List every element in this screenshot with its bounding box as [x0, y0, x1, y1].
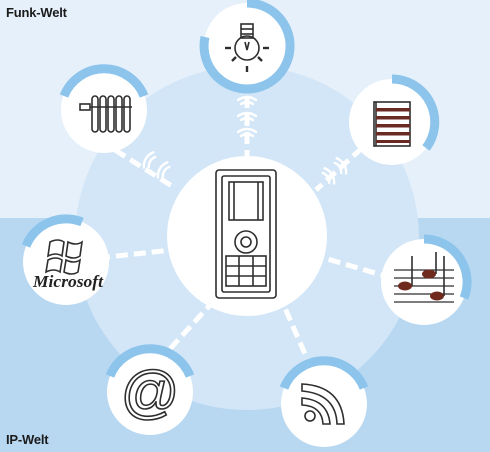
- device-rss: [279, 356, 369, 447]
- funk-world-label: Funk-Welt: [6, 5, 67, 20]
- rss-feed-icon: [301, 383, 345, 425]
- hub-center-circle: [167, 156, 327, 316]
- connector-blind: [314, 146, 364, 192]
- device-window-blind: [349, 74, 440, 165]
- ip-world-label: IP-Welt: [6, 432, 49, 447]
- device-email: @: [105, 344, 195, 435]
- email-at-icon: @: [121, 360, 180, 425]
- connector-windows: [97, 247, 173, 261]
- connector-radiator: [113, 147, 177, 191]
- device-windows-pc: Microsoft: [21, 214, 109, 305]
- device-radiator: [59, 64, 149, 153]
- window-blind-icon: [373, 101, 411, 147]
- remote-control-icon: [215, 169, 277, 299]
- connector-music: [323, 255, 393, 281]
- device-music: [381, 234, 472, 325]
- music-notes-icon: [394, 252, 454, 303]
- device-light-bulb: [199, 0, 295, 94]
- connector-email: [156, 303, 212, 364]
- light-bulb-icon: [225, 23, 269, 72]
- windows-logo-text: Microsoft: [32, 272, 104, 291]
- radiator-icon: [79, 95, 132, 133]
- wireless-signal-icon: [142, 95, 348, 185]
- windows-logo-icon: [44, 239, 84, 275]
